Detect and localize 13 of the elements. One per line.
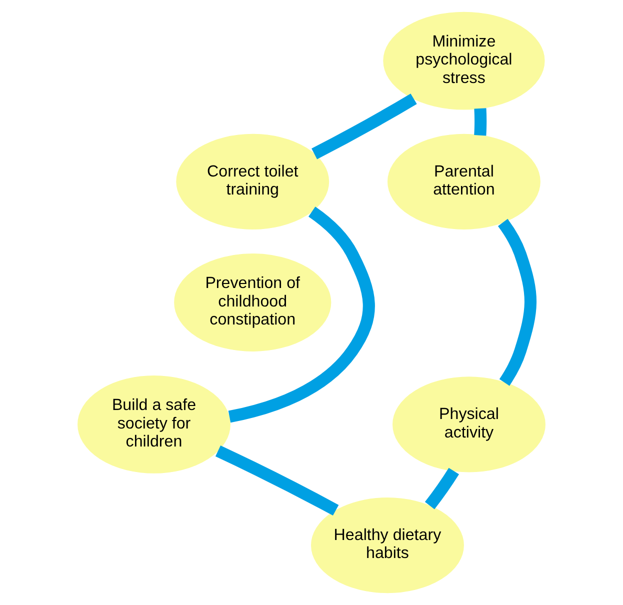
node-ellipse: Build a safe society for children xyxy=(78,375,230,474)
node-ellipse: Correct toilet training xyxy=(176,134,330,230)
node-ellipse: Parental attention xyxy=(387,134,540,230)
connector xyxy=(312,94,417,160)
connector xyxy=(474,108,487,136)
node-ellipse: Minimize psychological stress xyxy=(383,12,545,110)
node-ellipse: Physical activity xyxy=(392,376,546,472)
connector xyxy=(424,468,459,510)
node-ellipse: Prevention of childhood constipation xyxy=(174,254,332,352)
connector xyxy=(228,206,375,423)
node-ellipse: Healthy dietary habits xyxy=(311,497,464,594)
connector xyxy=(215,445,339,516)
connector xyxy=(498,218,536,386)
